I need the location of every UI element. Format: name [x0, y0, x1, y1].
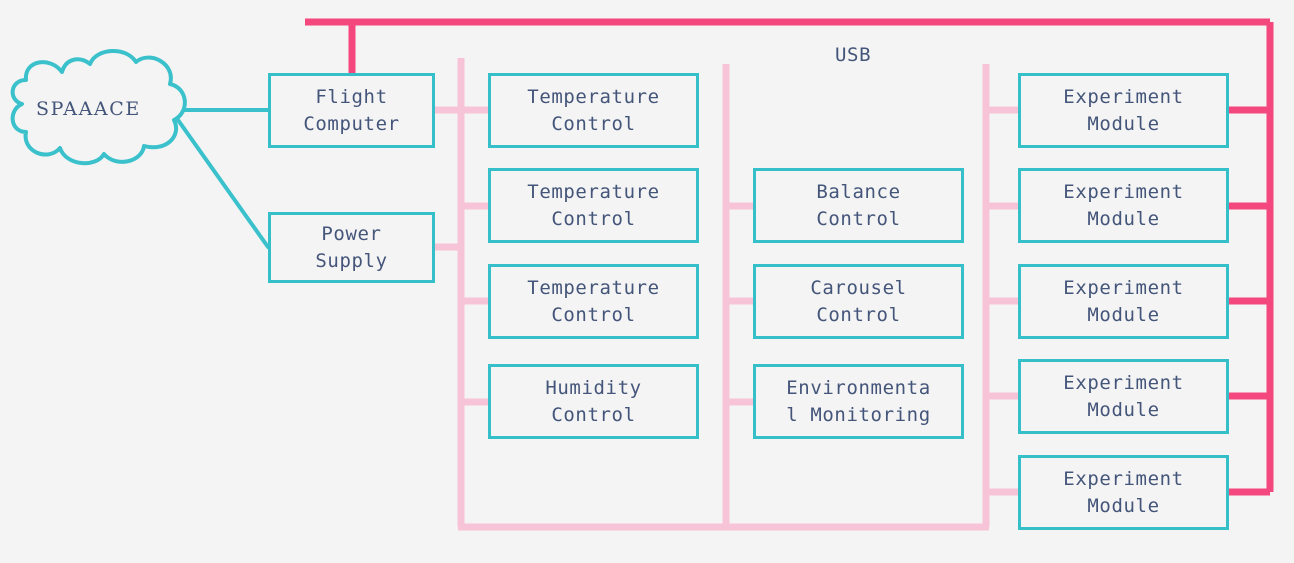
node-experiment-module-2[interactable]: Experiment Module [1018, 168, 1229, 243]
internal-bus-group [435, 58, 1018, 531]
cloud-link-group [176, 108, 270, 249]
cloud-icon [10, 48, 187, 166]
node-carousel-control[interactable]: Carousel Control [753, 264, 964, 339]
node-temperature-control-2[interactable]: Temperature Control [488, 168, 699, 243]
node-experiment-module-4[interactable]: Experiment Module [1018, 359, 1229, 434]
node-power-supply[interactable]: Power Supply [268, 212, 435, 283]
node-temperature-control-3[interactable]: Temperature Control [488, 264, 699, 339]
node-experiment-module-1[interactable]: Experiment Module [1018, 73, 1229, 148]
node-experiment-module-5[interactable]: Experiment Module [1018, 455, 1229, 530]
node-flight-computer[interactable]: Flight Computer [268, 73, 435, 148]
node-temperature-control-1[interactable]: Temperature Control [488, 73, 699, 148]
usb-bus-group [305, 18, 1274, 496]
usb-bus-label: USB [835, 44, 872, 66]
cloud-label-spaaace: SPAAACE [36, 98, 141, 120]
node-humidity-control[interactable]: Humidity Control [488, 364, 699, 439]
node-environmental-monitoring[interactable]: Environmenta l Monitoring [753, 364, 964, 439]
node-balance-control[interactable]: Balance Control [753, 168, 964, 243]
node-experiment-module-3[interactable]: Experiment Module [1018, 264, 1229, 339]
cloud-link-power-supply [176, 118, 270, 249]
